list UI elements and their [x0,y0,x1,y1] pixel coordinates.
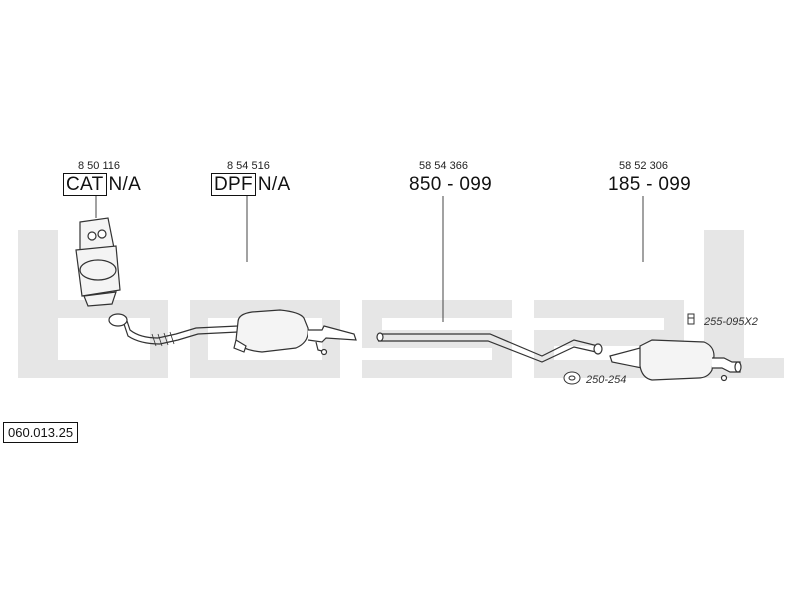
part-type-box: CAT [63,173,107,196]
diagram-reference-number: 060.013.25 [3,422,79,443]
part-number: 185 - 099 [608,174,691,195]
dpf-part[interactable] [233,309,357,356]
clamp-icon[interactable] [687,313,695,325]
center-pipe-part[interactable] [376,332,603,363]
oe-number-center: 58 54 366 [419,160,468,172]
oe-number-cat: 8 50 116 [78,160,121,172]
leader-lines [95,196,644,322]
part-number: N/A [257,174,291,195]
rubber-hanger-icon[interactable] [563,371,581,385]
part-number: 850 - 099 [409,174,492,195]
oe-number-dpf: 8 54 516 [227,160,270,172]
part-type-box: DPF [211,173,256,196]
accessory-label-hanger[interactable]: 250-254 [586,374,627,386]
part-label-center[interactable]: 850 - 099 [409,174,492,196]
catalytic-converter-part[interactable] [75,217,121,307]
part-number: N/A [108,174,142,195]
front-pipe-part[interactable] [108,313,239,347]
part-label-rear[interactable]: 185 - 099 [608,174,691,196]
accessory-label-clamp[interactable]: 255-095X2 [704,316,758,328]
oe-number-rear: 58 52 306 [619,160,668,172]
rear-silencer-part[interactable] [609,339,742,382]
